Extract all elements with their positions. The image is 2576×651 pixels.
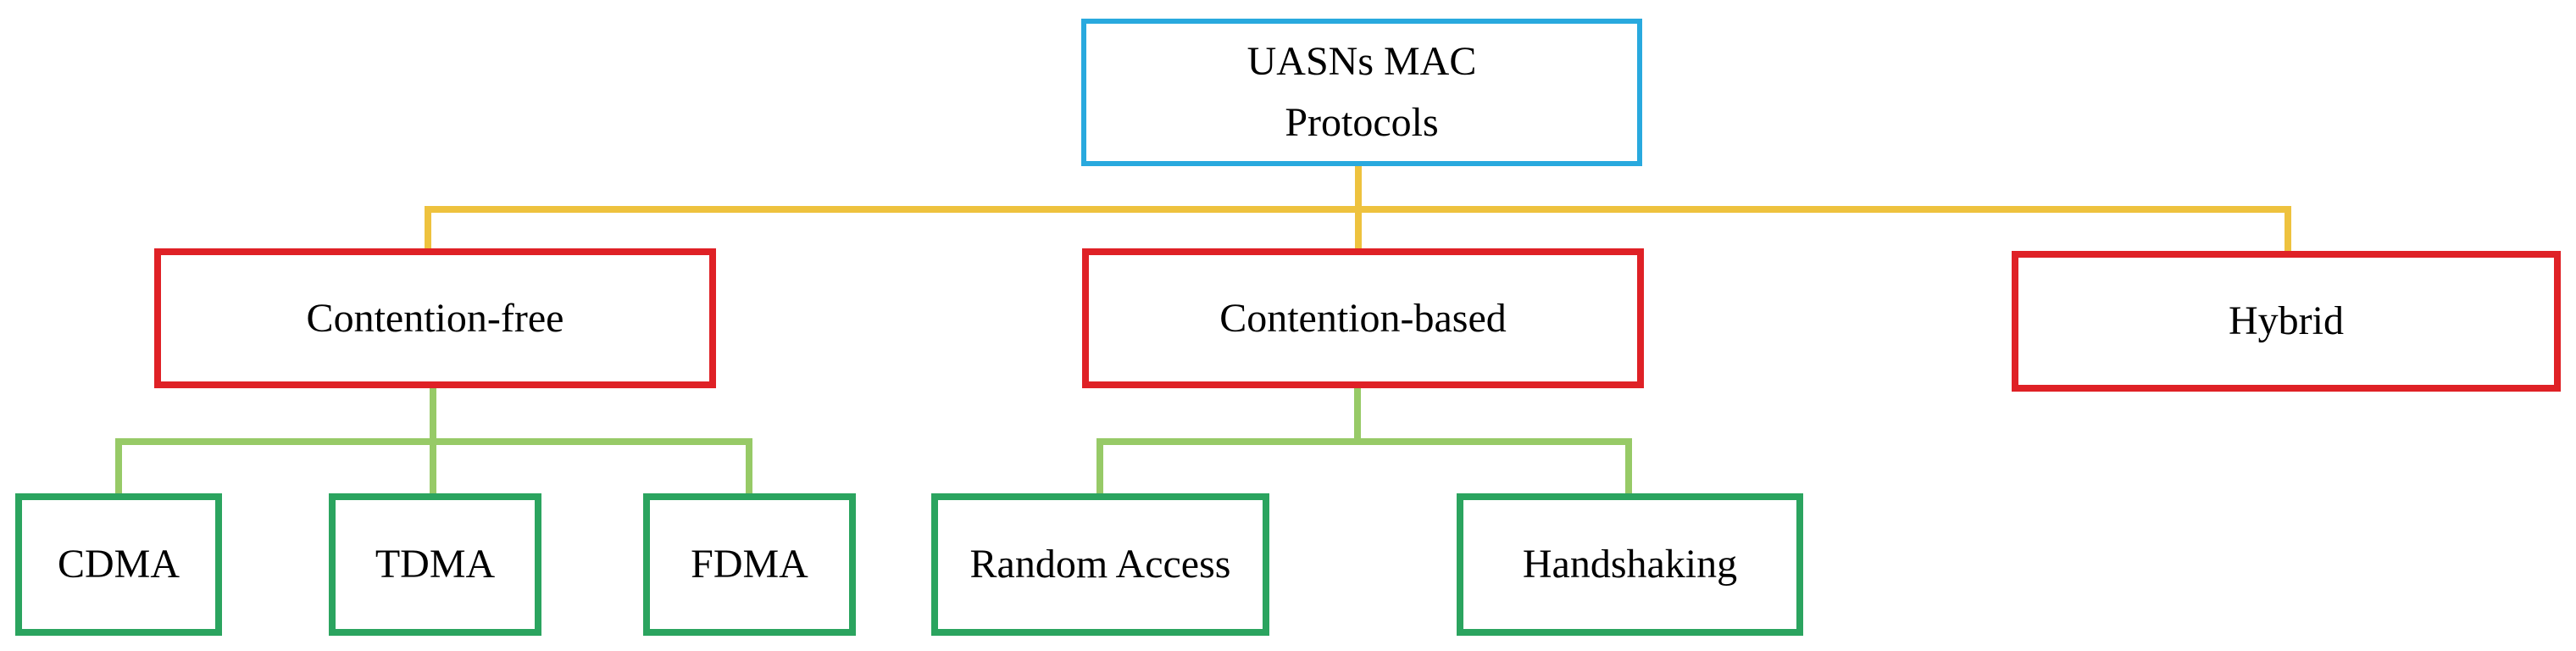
node-contention-free: Contention-free <box>154 248 716 388</box>
node-handshaking: Handshaking <box>1457 493 1803 636</box>
node-random-access-label: Random Access <box>969 542 1231 587</box>
node-handshaking-label: Handshaking <box>1522 542 1738 587</box>
node-contention-based: Contention-based <box>1082 248 1644 388</box>
node-fdma: FDMA <box>643 493 856 636</box>
node-tdma-label: TDMA <box>375 542 496 587</box>
node-random-access: Random Access <box>931 493 1269 636</box>
node-uasns-mac-protocols-label: UASNs MAC Protocols <box>1246 39 1477 145</box>
node-hybrid-label: Hybrid <box>2229 298 2344 343</box>
node-cdma-label: CDMA <box>57 542 180 587</box>
node-hybrid: Hybrid <box>2012 251 2561 392</box>
node-contention-based-label: Contention-based <box>1219 295 1507 341</box>
node-fdma-label: FDMA <box>691 542 808 587</box>
node-cdma: CDMA <box>15 493 222 636</box>
node-tdma: TDMA <box>329 493 541 636</box>
node-contention-free-label: Contention-free <box>306 295 564 341</box>
node-uasns-mac-protocols: UASNs MAC Protocols <box>1081 19 1642 166</box>
